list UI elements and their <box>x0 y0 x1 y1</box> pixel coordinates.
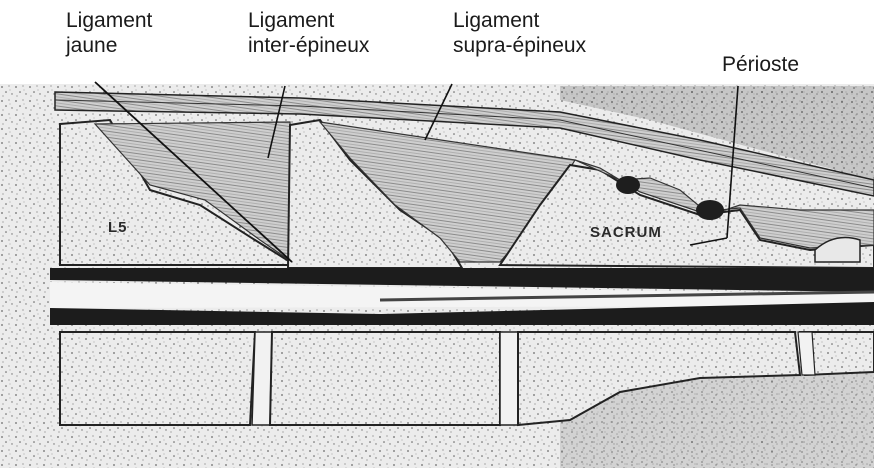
vertebral-body-s1 <box>270 332 500 425</box>
label-ligament-supra-epineux: Ligament supra-épineux <box>453 8 586 58</box>
intervertebral-disc-2 <box>500 332 518 425</box>
sacral-tubercle <box>616 176 640 194</box>
sacrum-label: SACRUM <box>590 224 662 241</box>
label-perioste: Périoste <box>722 52 799 77</box>
vertebral-body-l5 <box>60 332 255 425</box>
label-ligament-jaune: Ligament jaune <box>66 8 152 58</box>
l5-label: L5 <box>108 219 128 236</box>
sacral-tubercle <box>696 200 724 220</box>
intervertebral-disc-1 <box>252 332 272 425</box>
label-ligament-inter-epineux: Ligament inter-épineux <box>248 8 369 58</box>
